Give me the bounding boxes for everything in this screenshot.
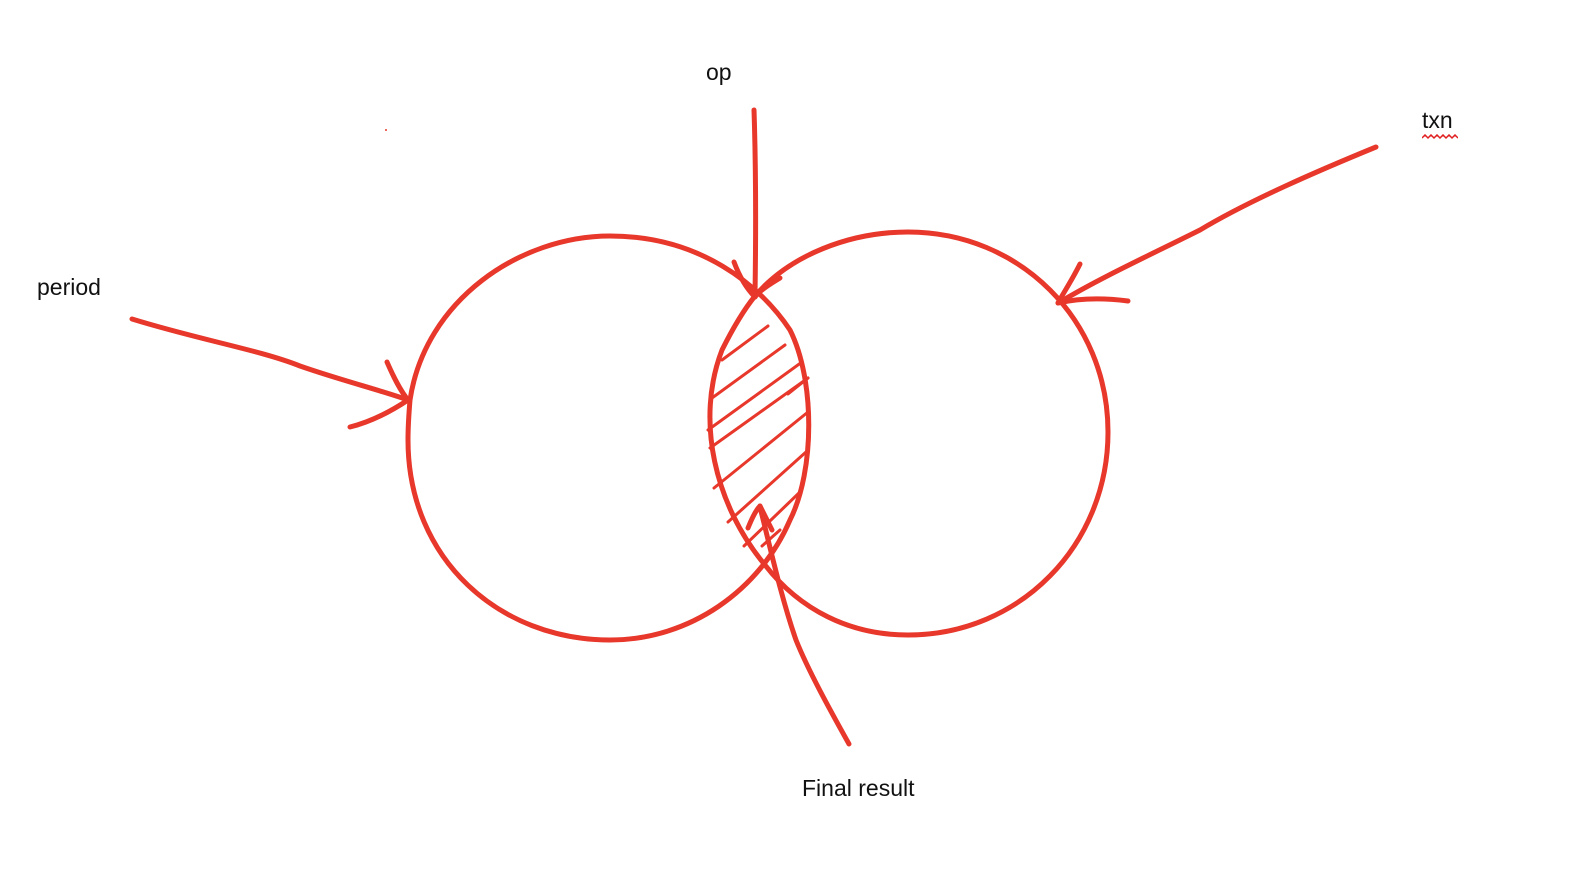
period-label: period bbox=[37, 274, 101, 300]
hatch-line bbox=[720, 324, 770, 362]
txn-circle bbox=[707, 229, 1111, 638]
period-arrow bbox=[129, 316, 411, 430]
op-label: op bbox=[706, 59, 732, 85]
intersection-hatching bbox=[706, 324, 810, 548]
final-result-label: Final result bbox=[802, 775, 915, 801]
txn-label: txn bbox=[1422, 107, 1458, 140]
txn-arrow bbox=[1055, 144, 1379, 306]
hatch-line bbox=[710, 343, 787, 400]
hatch-line bbox=[742, 490, 802, 548]
stray-dot bbox=[385, 129, 387, 131]
hatch-line bbox=[706, 360, 804, 432]
hatch-line bbox=[786, 376, 810, 396]
op-arrow bbox=[731, 107, 783, 300]
final-result-arrow bbox=[745, 503, 852, 747]
spellcheck-underline bbox=[1422, 134, 1458, 140]
hatch-line bbox=[726, 450, 808, 524]
hatch-line bbox=[760, 528, 782, 548]
period-circle bbox=[405, 233, 812, 643]
hatch-line bbox=[712, 410, 810, 490]
txn-label-text: txn bbox=[1422, 107, 1453, 133]
